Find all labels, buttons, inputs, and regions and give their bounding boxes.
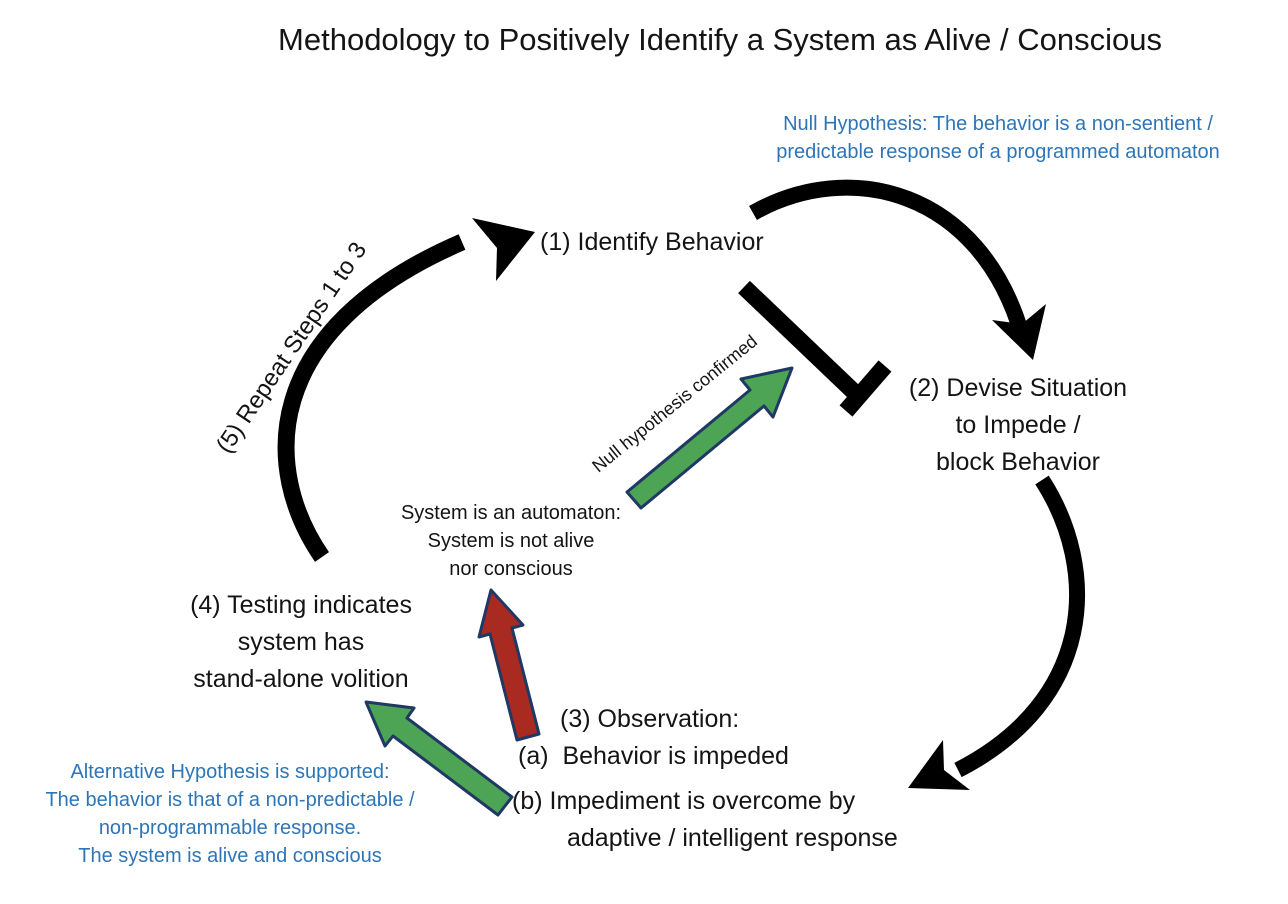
alternative-hypothesis-note: Alternative Hypothesis is supported: The… bbox=[45, 758, 414, 870]
step4-line: (4) Testing indicates bbox=[190, 591, 412, 619]
step3-line: (3) Observation: bbox=[560, 705, 740, 733]
alt-hypothesis-line: The behavior is that of a non-predictabl… bbox=[45, 789, 415, 811]
automaton-line: nor conscious bbox=[449, 558, 573, 580]
alt-hypothesis-line: non-programmable response. bbox=[98, 817, 362, 839]
automaton-conclusion-note: System is an automaton: System is not al… bbox=[401, 499, 621, 583]
automaton-line: System is not alive bbox=[427, 530, 595, 552]
step3-line: (b) Impediment is overcome by bbox=[512, 787, 856, 815]
block-behavior-tbar bbox=[738, 280, 892, 417]
step2-line: block Behavior bbox=[936, 448, 1100, 476]
alt-hypothesis-line: The system is alive and conscious bbox=[78, 845, 382, 867]
automaton-line: System is an automaton: bbox=[400, 502, 622, 524]
null-hypothesis-line: predictable response of a programmed aut… bbox=[776, 141, 1220, 163]
step2-line: to Impede / bbox=[955, 411, 1081, 439]
page-title: Methodology to Positively Identify a Sys… bbox=[278, 22, 1162, 57]
devise-to-observation-arrow bbox=[908, 475, 1085, 790]
step2-devise-situation: (2) Devise Situation to Impede / block B… bbox=[909, 370, 1127, 481]
step4-line: stand-alone volition bbox=[193, 665, 409, 693]
step4-testing-indicates: (4) Testing indicates system has stand-a… bbox=[190, 587, 412, 698]
step2-line: (2) Devise Situation bbox=[908, 374, 1128, 402]
volition-arrow bbox=[364, 700, 514, 817]
alt-hypothesis-line: Alternative Hypothesis is supported: bbox=[70, 761, 390, 783]
step3-line: adaptive / intelligent response bbox=[567, 824, 898, 852]
null-confirmed-arrow bbox=[625, 366, 794, 510]
repeat-cycle-arrow bbox=[277, 218, 535, 562]
step3-line: (a) Behavior is impeded bbox=[518, 742, 789, 770]
identify-to-devise-arrow bbox=[749, 179, 1046, 360]
step4-line: system has bbox=[237, 628, 365, 656]
automaton-conclusion-arrow bbox=[477, 588, 541, 742]
step3-observation: (3) Observation: (a) Behavior is impeded… bbox=[512, 701, 898, 857]
null-hypothesis-line: Null Hypothesis: The behavior is a non-s… bbox=[783, 113, 1213, 135]
null-hypothesis-note: Null Hypothesis: The behavior is a non-s… bbox=[776, 110, 1220, 166]
step1-identify-behavior: (1) Identify Behavior bbox=[540, 228, 764, 256]
